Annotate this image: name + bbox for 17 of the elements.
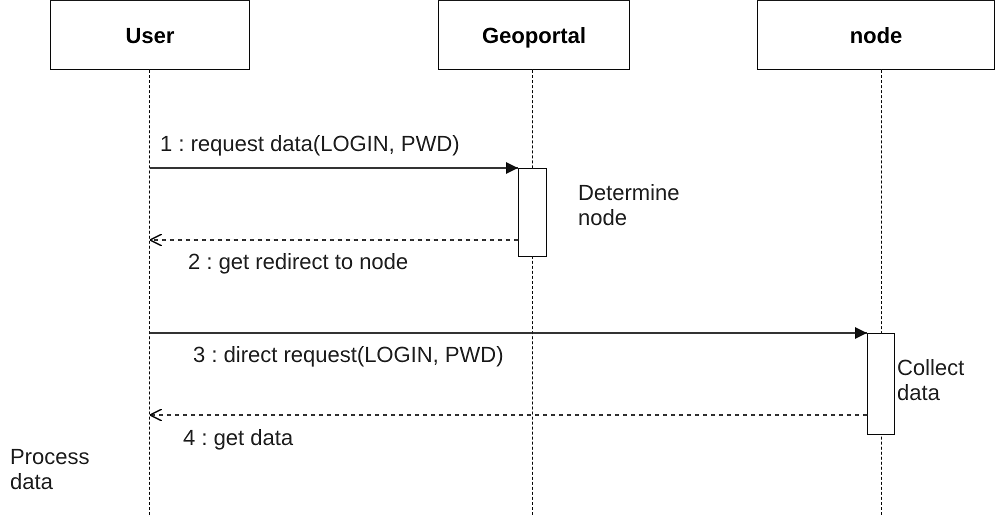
note-text: Determine node (578, 180, 680, 231)
message-arrow (150, 327, 867, 339)
message-label: 3 : direct request(LOGIN, PWD) (193, 343, 504, 368)
message-label: 2 : get redirect to node (188, 250, 408, 274)
lifeline-header-box: Geoportal (438, 0, 630, 70)
activation-bar (867, 333, 895, 435)
lifeline (149, 70, 151, 515)
message-label: 4 : get data (183, 426, 294, 450)
note-text: Process data (10, 444, 90, 495)
message-arrow (150, 162, 518, 174)
lifeline-header-box: User (50, 0, 250, 70)
message-label: 1 : request data(LOGIN, PWD) (160, 132, 460, 156)
message-arrow (149, 408, 867, 422)
message-arrow (149, 233, 518, 247)
note-text: Collect data (897, 355, 966, 406)
activation-bar (518, 168, 547, 257)
lifeline-header-box: node (757, 0, 995, 70)
